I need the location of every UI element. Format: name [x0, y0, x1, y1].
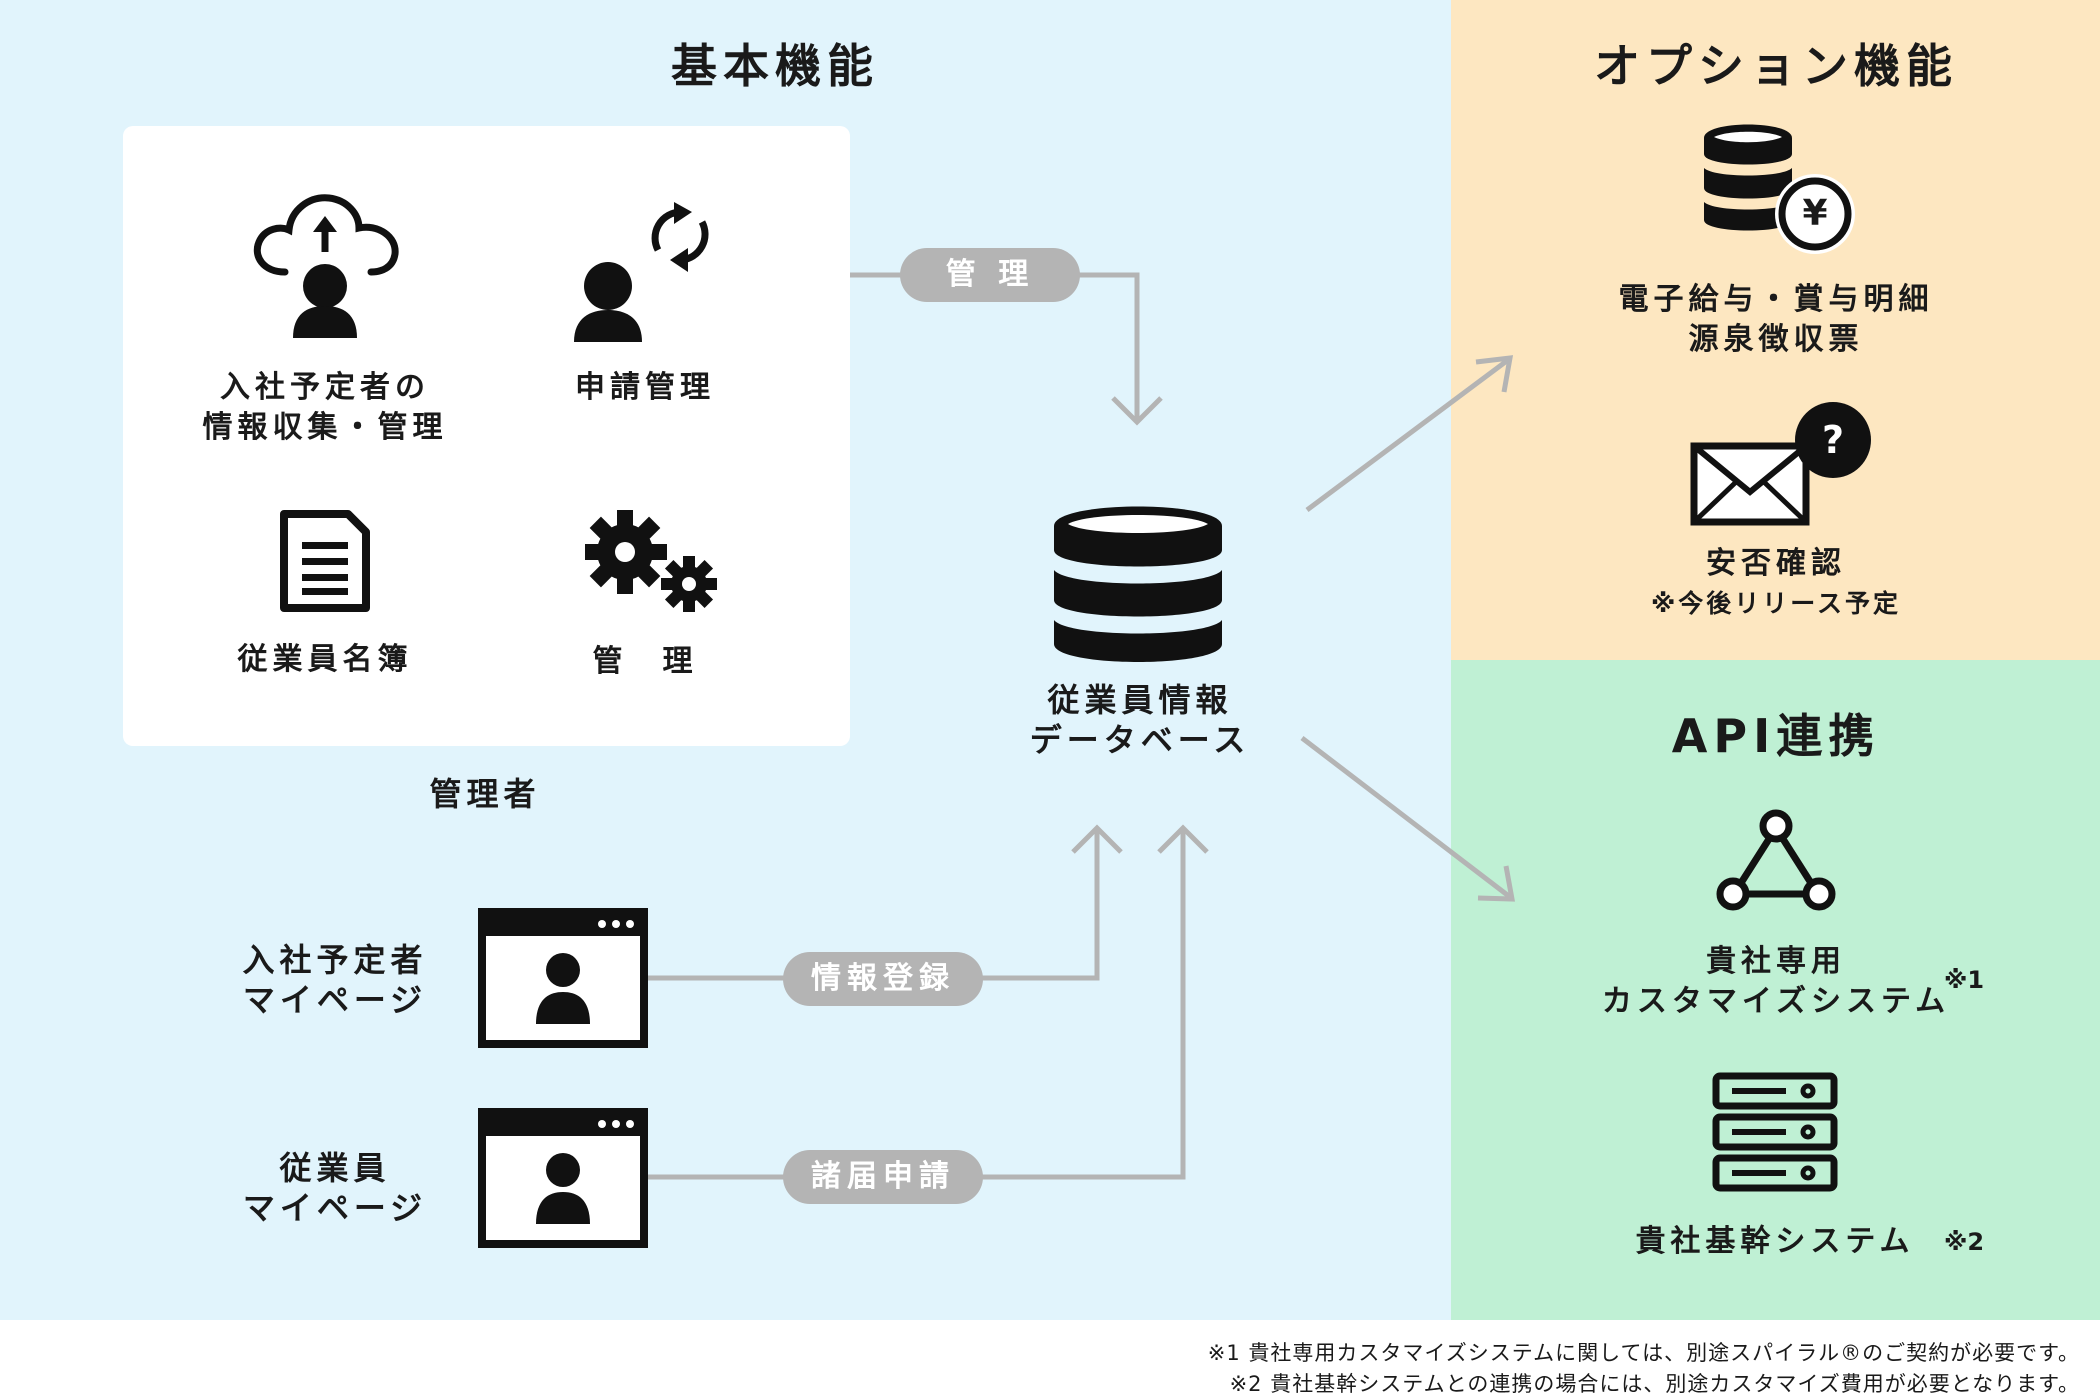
- option-functions-region: [1451, 0, 2100, 660]
- option-functions-title: オプション機能: [1594, 39, 1958, 93]
- manage-connector-pill: 管 理: [900, 248, 1080, 302]
- database-yen-icon: [1704, 124, 1855, 254]
- admin-caption: 管理者: [429, 775, 541, 813]
- core-system-footnote-mark: ※2: [1944, 1228, 1985, 1256]
- safety-option-label: 安否確認: [1706, 546, 1846, 581]
- manage-arrow-head: [1111, 396, 1163, 426]
- notification-connector-pill: 諸届申請: [783, 1150, 983, 1204]
- new-hire-mypage-label: 入社予定者 マイページ: [242, 941, 428, 1019]
- footnote-2: ※2 貴社基幹システムとの連携の場合には、別途カスタマイズ費用が必要となります。: [1229, 1372, 2080, 1396]
- cloud-upload-person-icon: [253, 194, 399, 338]
- custom-system-footnote-mark: ※1: [1944, 966, 1985, 994]
- register-arrow-head: [1071, 824, 1123, 854]
- question-symbol: ?: [1821, 418, 1845, 462]
- new-hire-browser-window-icon: [478, 908, 648, 1048]
- directory-feature-label: 従業員名簿: [237, 642, 413, 677]
- option-arrow-head: [1475, 355, 1514, 393]
- api-arrow-head: [1477, 865, 1516, 902]
- network-nodes-icon: [1716, 809, 1836, 911]
- register-connector-pill: 情報登録: [783, 952, 983, 1006]
- core-system-label: 貴社基幹システム: [1635, 1224, 1915, 1259]
- mail-question-icon: [1690, 402, 1871, 526]
- payslip-option-label: 電子給与・賞与明細 源泉徴収票: [1618, 282, 1934, 357]
- notification-arrow-head: [1157, 824, 1209, 854]
- option-arrow-line: [1305, 357, 1510, 513]
- employee-browser-window-icon: [478, 1108, 648, 1248]
- basic-functions-title: 基本機能: [671, 39, 879, 93]
- api-arrow-line: [1300, 736, 1512, 899]
- onboarding-feature-label: 入社予定者の 情報収集・管理: [202, 370, 448, 445]
- custom-system-label: 貴社専用 カスタマイズシステム: [1601, 944, 1951, 1019]
- yen-symbol: ¥: [1802, 193, 1828, 234]
- safety-option-note: ※今後リリース予定: [1650, 589, 1902, 618]
- person-refresh-icon: [574, 202, 709, 342]
- server-rack-icon: [1712, 1072, 1838, 1192]
- api-integration-region: [1451, 660, 2100, 1320]
- application-feature-label: 申請管理: [575, 370, 715, 405]
- document-list-icon: [280, 510, 370, 612]
- employee-mypage-label: 従業員 マイページ: [242, 1149, 428, 1227]
- admin-panel: [123, 126, 850, 746]
- management-feature-label: 管 理: [592, 644, 698, 679]
- footnote-1: ※1 貴社専用カスタマイズシステムに関しては、別途スパイラル®のご契約が必要です…: [1207, 1341, 2080, 1365]
- database-label: 従業員情報 データベース: [1029, 681, 1251, 759]
- database-icon: [1054, 506, 1222, 662]
- api-integration-title: API連携: [1671, 709, 1881, 763]
- gears-icon: [585, 510, 717, 612]
